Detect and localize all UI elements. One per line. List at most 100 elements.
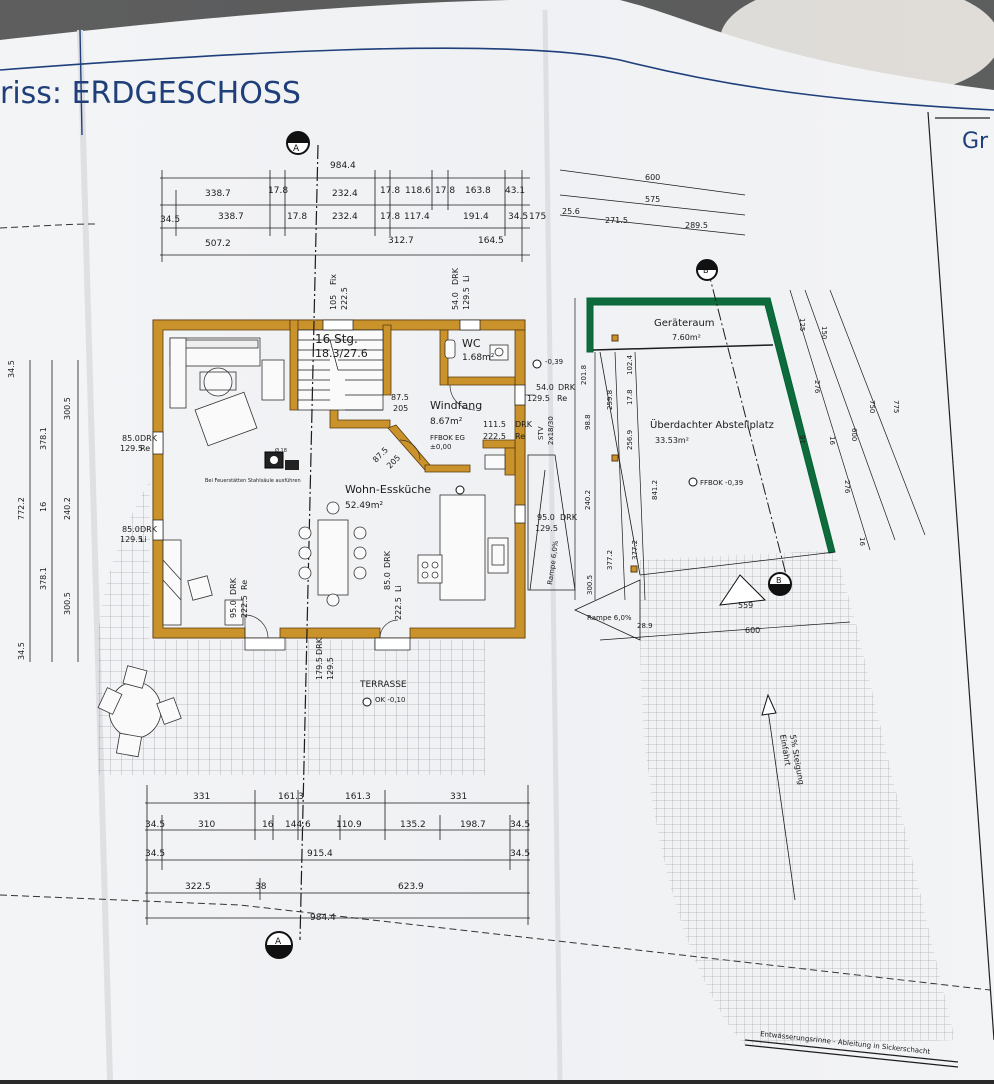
section-marker-a-bottom: A xyxy=(265,931,293,959)
sheet-frame-right xyxy=(927,111,994,1041)
dim-right-6: 600 xyxy=(850,428,858,441)
terrace-paving xyxy=(98,480,485,775)
living-furniture xyxy=(169,337,285,447)
g-dim-8: 841.2 xyxy=(651,480,659,500)
opening-2a: 54.0 xyxy=(451,292,460,310)
g-dim-10: 17.8 xyxy=(626,389,634,405)
left-dimension-lines xyxy=(29,360,79,662)
opening-9b: DRK xyxy=(383,550,392,568)
room-kitchen-name: Wohn-Essküche xyxy=(345,483,431,496)
dim-left-8: 300.5 xyxy=(63,592,72,615)
carport-dimension-lines xyxy=(574,289,926,601)
room-storage-area: 7.60m² xyxy=(672,333,701,342)
opening-11a: 95.0 xyxy=(537,513,555,522)
dim-bot-r3-2: 915.4 xyxy=(307,849,333,859)
stair-label: 16 Stg. xyxy=(315,332,358,346)
dim-top-4: 17.8 xyxy=(380,186,400,196)
dim-left-5: 240.2 xyxy=(63,497,72,520)
section-b-label-top: B xyxy=(703,266,709,275)
opening-10c: 129.5 xyxy=(326,657,335,680)
section-a-label-top: A xyxy=(293,144,300,154)
dim-left-9: 34.5 xyxy=(17,642,26,660)
opening-10a: 179.5 xyxy=(315,657,324,680)
opening-7a: 85.0 xyxy=(122,525,140,534)
dim-top-r2-9: 175 xyxy=(529,212,546,222)
section-line-b xyxy=(707,269,791,591)
right-dimension-labels: 150 125 750 775 276 600 16 276 16 xyxy=(798,318,900,546)
side-cabinets xyxy=(162,539,244,626)
dim-top-r2-4: 232.4 xyxy=(332,212,358,222)
opening-1b: Fix xyxy=(329,274,338,285)
dim-top-7: 163.8 xyxy=(465,186,491,196)
level-entry: -0,39 xyxy=(545,358,563,366)
dim-bot-r3-3: 34.5 xyxy=(510,849,530,859)
top-dimension-labels: 338.7 17.8 232.4 17.8 118.6 17.8 163.8 4… xyxy=(160,161,546,249)
section-a-label-bottom: A xyxy=(275,937,282,947)
opening-2b: DRK xyxy=(451,267,460,285)
room-carport-area: 33.53m² xyxy=(655,436,689,445)
dim-bot-r2-4: 144.6 xyxy=(285,820,311,830)
dim-top-r2-8: 34.5 xyxy=(508,212,528,222)
level-labels: FFBOK EG ±0,00 FFBOK -0,39 -0,39 xyxy=(430,358,743,487)
opening-6d: Re xyxy=(140,444,150,453)
g-dim-9: 377.2 xyxy=(631,540,639,560)
garage-dimension-labels: 600 575 25.6 271.5 289.5 xyxy=(562,173,708,230)
opening-4c: 129.5 xyxy=(527,394,550,403)
opening-2d: Li xyxy=(462,275,471,282)
dim-bot-3: 161.3 xyxy=(345,792,371,802)
room-kitchen-area: 52.49m² xyxy=(345,501,384,511)
north-arrow-triangle xyxy=(718,574,767,606)
dim-left-1: 34.5 xyxy=(7,360,16,378)
dim-right-9: 16 xyxy=(858,537,866,546)
g-dim-11: 16 xyxy=(799,435,807,444)
dim-bot-r2-7: 198.7 xyxy=(460,820,486,830)
g-dim-7: 300.5 xyxy=(586,575,594,595)
g-dim-1: 201.8 xyxy=(580,365,588,385)
stv-label: STV xyxy=(537,426,545,440)
dim-top-3: 232.4 xyxy=(332,189,358,199)
opening-11c: 129.5 xyxy=(535,524,558,533)
dim-bot-r4-1: 322.5 xyxy=(185,882,211,892)
property-line xyxy=(0,223,96,229)
g-dim-3: 240.2 xyxy=(584,490,592,510)
opening-4b: DRK xyxy=(558,383,576,392)
room-carport-name: Überdachter Abstellplatz xyxy=(650,418,774,431)
dim-bot-2: 161.3 xyxy=(278,792,304,802)
carport-dimension-labels: 201.8 98.8 240.2 259.8 256.9 377.2 300.5… xyxy=(580,354,807,595)
sheet-frame-left xyxy=(79,29,83,136)
level-eg-value: ±0,00 xyxy=(430,443,451,451)
room-terrace-name: TERRASSE xyxy=(359,680,407,690)
dim-559: 559 xyxy=(738,601,753,610)
dim-bot-r2-8: 34.5 xyxy=(510,820,530,830)
dim-left-7: 378.1 xyxy=(39,567,48,590)
fireplace-tag: Ø 18 xyxy=(275,447,287,454)
room-windfang-name: Windfang xyxy=(430,399,482,412)
left-dimension-labels: 34.5 300.5 378.1 16 240.2 772.2 378.1 30… xyxy=(7,360,72,660)
opening-5c: 222.5 xyxy=(483,432,506,441)
g-dim-5: 256.9 xyxy=(626,430,634,450)
opening-1a: 105 xyxy=(329,295,338,310)
patio-furniture xyxy=(97,665,182,758)
dim-right-4: 775 xyxy=(892,400,900,413)
driveway-paving xyxy=(640,550,955,1045)
opening-8a: 95.0 xyxy=(229,600,238,618)
g-dim-2: 98.8 xyxy=(584,414,592,430)
room-labels: WC 1.68m² Windfang 8.67m² Wohn-Essküche … xyxy=(345,318,774,704)
dim-left-3: 378.1 xyxy=(39,427,48,450)
opening-1c: 222.5 xyxy=(340,287,349,310)
section-b-label-mid: B xyxy=(776,576,782,585)
dim-left-2: 300.5 xyxy=(63,397,72,420)
opening-2c: 129.5 xyxy=(462,287,471,310)
section-marker-a-top: A xyxy=(286,131,310,155)
section-line-a xyxy=(299,144,319,941)
dim-right-5: 276 xyxy=(813,380,821,394)
fireplace: Ø 18 Bei Feuerstätten Stahlsäule ausführ… xyxy=(205,447,301,484)
dim-top-1: 338.7 xyxy=(205,189,231,199)
stair-ratio: 18.3/27.6 xyxy=(315,347,368,360)
dim-28-9: 28.9 xyxy=(637,622,653,630)
opening-8b: DRK xyxy=(229,577,238,595)
opening-9c: 222.5 xyxy=(394,597,403,620)
dim-top-6: 17.8 xyxy=(435,186,455,196)
